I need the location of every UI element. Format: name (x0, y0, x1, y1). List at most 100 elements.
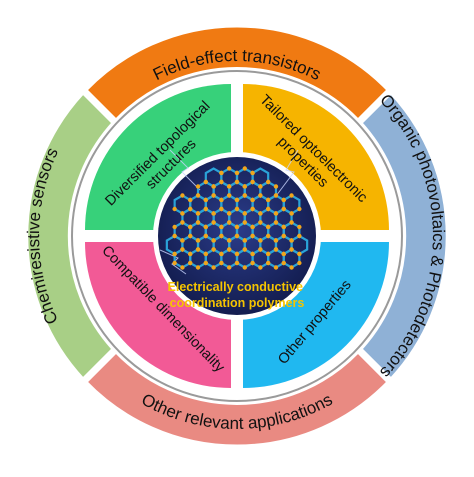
lattice-node (265, 251, 271, 257)
lattice-node (180, 247, 185, 252)
lattice-node (188, 233, 193, 239)
lightning-bolt (169, 149, 201, 191)
lattice-node (234, 233, 240, 239)
center-title: Electrically conductive coordination pol… (168, 280, 307, 310)
lattice-node (180, 265, 185, 270)
lattice-node (273, 184, 279, 189)
lightning-bolt (275, 149, 299, 197)
lattice-node (172, 233, 177, 239)
lattice-node (289, 238, 294, 243)
lattice-node (273, 211, 279, 216)
lattice-node (250, 206, 255, 212)
lattice-node (265, 206, 271, 212)
lattice-node (188, 206, 193, 212)
lattice-node (211, 184, 216, 189)
lattice-node (250, 170, 255, 176)
lattice-node (297, 233, 302, 239)
lattice-node (195, 265, 201, 270)
lattice-node (203, 179, 209, 185)
lattice-node (250, 233, 255, 239)
lattice-node (281, 260, 286, 266)
lattice-node (281, 206, 286, 212)
lattice-node (242, 247, 247, 252)
lattice-node (297, 206, 302, 212)
lattice-node (281, 251, 286, 257)
lattice-node (234, 197, 240, 203)
lattice-node (180, 211, 185, 216)
lattice-node (289, 193, 294, 198)
lattice-node (188, 197, 193, 203)
lattice-node (227, 184, 232, 189)
lattice-node (211, 238, 216, 243)
outer-ring (25, 24, 449, 448)
lattice-node (258, 247, 263, 252)
outer-segment-bottom (83, 349, 391, 448)
lattice-node (281, 224, 286, 230)
lattice-node (188, 251, 193, 257)
lattice-node (242, 211, 247, 216)
lattice-node (250, 251, 255, 257)
lattice-node (250, 224, 255, 230)
lattice-node (258, 193, 263, 198)
lattice-node (234, 260, 240, 266)
lattice-node (219, 260, 224, 266)
lattice-node (250, 260, 255, 266)
lattice-node (273, 265, 279, 270)
lattice-node (234, 170, 240, 176)
lattice-node (273, 247, 279, 252)
lattice-node (258, 220, 263, 225)
lattice-node (250, 179, 255, 185)
lattice-node (227, 265, 232, 270)
lattice-node (297, 224, 302, 230)
lattice-node (219, 206, 224, 212)
lattice-node (219, 233, 224, 239)
lattice-node (227, 211, 232, 216)
lattice-node (195, 193, 201, 198)
lattice-node (195, 220, 201, 225)
lattice-node (234, 206, 240, 212)
lattice-node (297, 251, 302, 257)
lattice-node (188, 260, 193, 266)
lattice-node (242, 220, 247, 225)
lattice-node (211, 247, 216, 252)
lattice-node (203, 206, 209, 212)
outer-segment-left (25, 90, 116, 382)
lattice-node (180, 238, 185, 243)
lattice-node (297, 260, 302, 266)
lattice-node (258, 211, 263, 216)
lattice-node (211, 220, 216, 225)
lattice-node (273, 220, 279, 225)
lattice-node (195, 238, 201, 243)
lattice-node (227, 247, 232, 252)
lattice-node (203, 251, 209, 257)
lattice-node (188, 224, 193, 230)
lattice-node (242, 238, 247, 243)
lattice-node (273, 238, 279, 243)
lattice-node (242, 265, 247, 270)
lattice-node (265, 224, 271, 230)
center-disk (153, 149, 321, 320)
lattice-node (250, 197, 255, 203)
lattice-node (219, 170, 224, 176)
outer-segment-right (358, 90, 449, 382)
lattice-node (227, 238, 232, 243)
lattice-node (258, 184, 263, 189)
lattice-node (227, 193, 232, 198)
lattice-node (227, 166, 232, 171)
lattice-node (172, 224, 177, 230)
lattice-node (195, 247, 201, 252)
lattice-node (172, 260, 177, 266)
lattice-node (172, 206, 177, 212)
lattice-node (219, 197, 224, 203)
lattice-node (211, 211, 216, 216)
conductive-polymer-lattice (165, 166, 309, 270)
lattice-node (234, 179, 240, 185)
lattice-node (242, 166, 247, 171)
lattice-node (172, 251, 177, 257)
lattice-node (265, 260, 271, 266)
lattice-node (227, 220, 232, 225)
center-title-line1: Electrically conductive (168, 280, 304, 294)
lattice-node (265, 197, 271, 203)
lattice-node (258, 238, 263, 243)
